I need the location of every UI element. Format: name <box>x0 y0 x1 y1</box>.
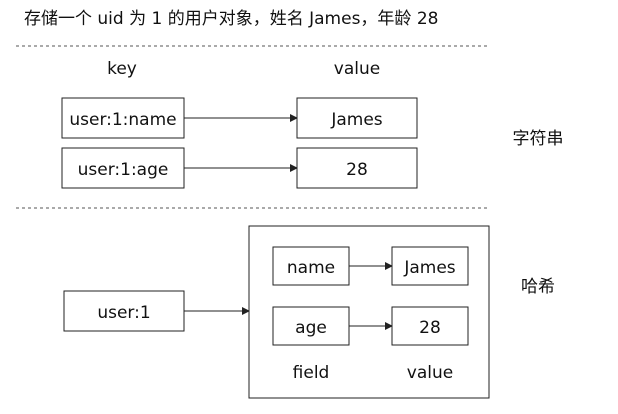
string-type-label: 字符串 <box>513 129 564 149</box>
string-key-name: user:1:name <box>69 110 176 130</box>
hash-type-label: 哈希 <box>521 277 555 297</box>
hash-field-box-name <box>272 246 350 286</box>
string-key-box-name <box>61 97 185 139</box>
value-header: value <box>334 59 380 79</box>
hash-field-box-age <box>272 306 350 346</box>
hash-value-box-name <box>391 246 469 286</box>
hash-field-age: age <box>295 318 327 338</box>
value-footer: value <box>407 363 453 383</box>
string-value-name: James <box>330 110 382 130</box>
hash-value-box-age <box>391 306 469 346</box>
key-header: key <box>107 59 137 79</box>
field-footer: field <box>293 363 330 383</box>
hash-field-name: name <box>287 258 335 278</box>
hash-value-name: James <box>403 258 455 278</box>
hash-key-box <box>63 290 185 332</box>
string-value-age: 28 <box>346 160 368 180</box>
diagram-title: 存储一个 uid 为 1 的用户对象，姓名 James，年龄 28 <box>24 9 438 29</box>
hash-value-age: 28 <box>419 318 441 338</box>
string-value-box-age <box>296 147 418 189</box>
string-key-age: user:1:age <box>78 160 169 180</box>
hash-key: user:1 <box>97 303 150 323</box>
string-value-box-name <box>296 97 418 139</box>
